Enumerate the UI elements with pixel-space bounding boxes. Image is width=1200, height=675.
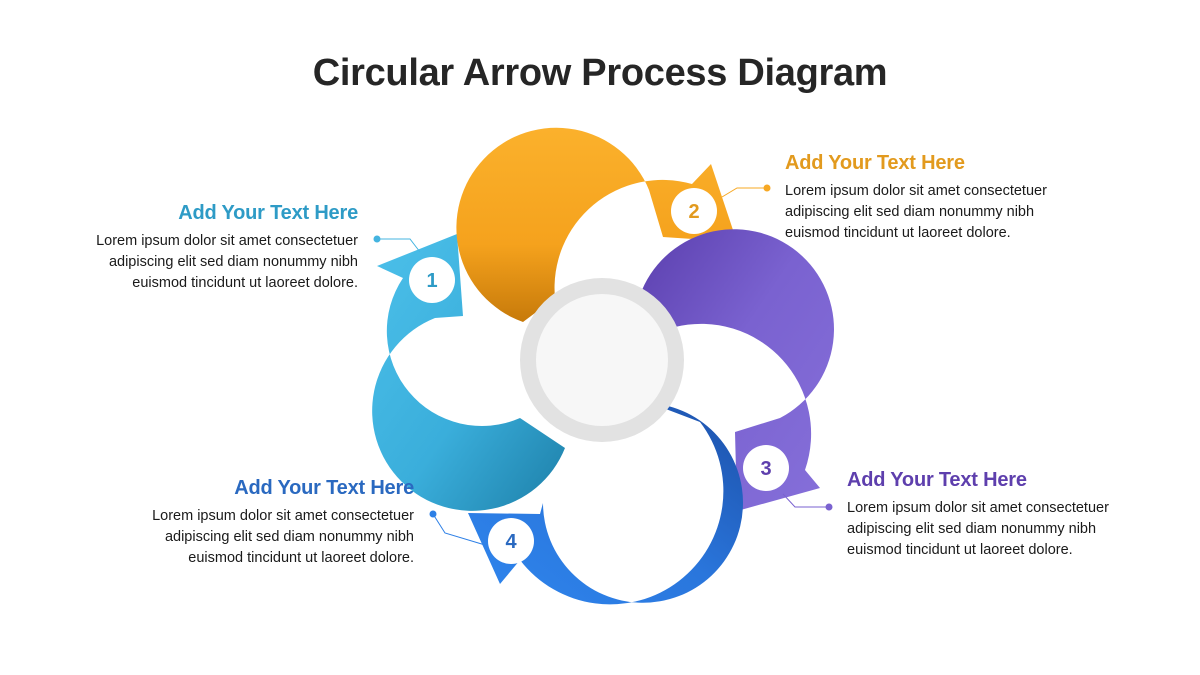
badge-4: 4 <box>488 518 534 564</box>
step-1-body-line: Lorem ipsum dolor sit amet consectetuer <box>96 233 358 249</box>
step-4-text-block: Add Your Text Here Lorem ipsum dolor sit… <box>84 477 414 569</box>
step-4-body: Lorem ipsum dolor sit amet consectetuer … <box>84 506 414 569</box>
step-3-heading: Add Your Text Here <box>847 469 1027 491</box>
step-2-body-line: Lorem ipsum dolor sit amet consectetuer <box>785 183 1047 199</box>
badge-2-number: 2 <box>688 201 699 223</box>
arrow-4 <box>468 403 743 605</box>
connector-3 <box>782 493 833 511</box>
badge-1: 1 <box>409 257 455 303</box>
badge-4-number: 4 <box>505 531 517 553</box>
step-3-body-line: adipiscing elit sed diam nonummy nibh <box>847 521 1097 537</box>
arrow-1 <box>372 234 565 511</box>
step-3-body-line: euismod tincidunt ut laoreet dolore. <box>847 542 1073 558</box>
step-3-body: Lorem ipsum dolor sit amet consectetuer … <box>847 498 1177 561</box>
step-3-text-block: Add Your Text Here Lorem ipsum dolor sit… <box>847 469 1177 561</box>
arrow-3 <box>642 229 834 512</box>
badge-1-number: 1 <box>426 270 437 292</box>
connector-1 <box>373 235 421 253</box>
step-2-body-line: euismod tincidunt ut laoreet dolore. <box>785 225 1011 241</box>
badge-2: 2 <box>671 188 717 234</box>
step-2-text-block: Add Your Text Here Lorem ipsum dolor sit… <box>785 152 1115 244</box>
step-2-body-line: adipiscing elit sed diam nonummy nibh <box>785 204 1035 220</box>
connector-2 <box>721 184 771 198</box>
step-1-body-line: adipiscing elit sed diam nonummy nibh <box>108 254 358 270</box>
arrow-2 <box>456 127 737 322</box>
step-1-body: Lorem ipsum dolor sit amet consectetuer … <box>28 231 358 294</box>
center-circle <box>536 294 668 426</box>
step-2-heading: Add Your Text Here <box>785 152 965 174</box>
step-1-body-line: euismod tincidunt ut laoreet dolore. <box>132 275 358 291</box>
step-4-body-line: adipiscing elit sed diam nonummy nibh <box>164 529 414 545</box>
badge-3-number: 3 <box>760 458 771 480</box>
step-4-body-line: Lorem ipsum dolor sit amet consectetuer <box>152 508 414 524</box>
step-3-body-line: Lorem ipsum dolor sit amet consectetuer <box>847 500 1109 516</box>
step-1-text-block: Add Your Text Here Lorem ipsum dolor sit… <box>28 202 358 294</box>
step-4-heading: Add Your Text Here <box>234 477 414 499</box>
step-1-heading: Add Your Text Here <box>178 202 358 224</box>
page-title: Circular Arrow Process Diagram <box>312 52 888 94</box>
step-2-body: Lorem ipsum dolor sit amet consectetuer … <box>785 181 1115 244</box>
connector-4 <box>429 510 486 546</box>
step-4-body-line: euismod tincidunt ut laoreet dolore. <box>188 550 414 566</box>
badge-3: 3 <box>743 445 789 491</box>
